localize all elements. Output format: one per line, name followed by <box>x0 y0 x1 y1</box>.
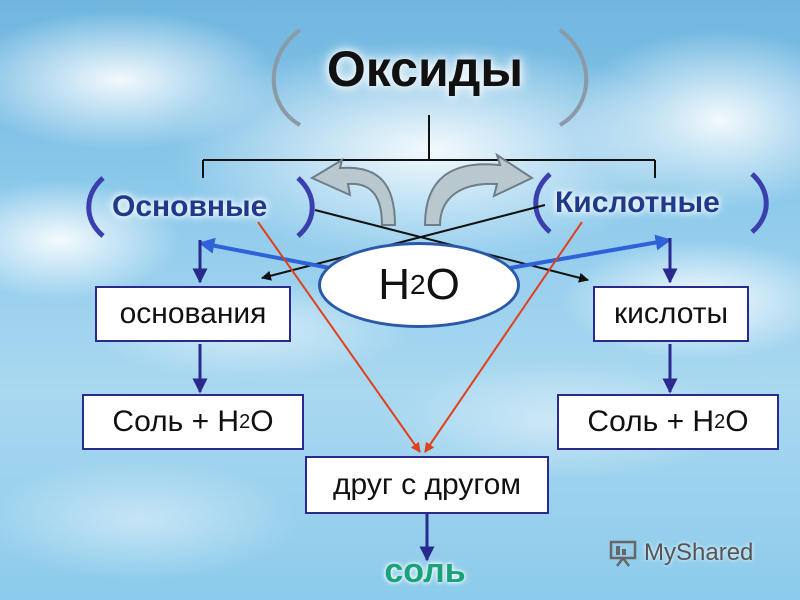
category-acidic: Кислотные <box>555 186 720 219</box>
salt-water-left-post: O <box>250 405 274 438</box>
salt-water-right-post: O <box>725 405 749 438</box>
mutual-box: друг с другом <box>305 456 549 514</box>
water-formula-sub: 2 <box>409 269 426 300</box>
water-arrow-right <box>509 234 672 270</box>
acids-box: кислоты <box>593 286 749 342</box>
salt-water-left-pre: Соль + H <box>112 405 240 438</box>
acidic-right-paren <box>750 172 769 234</box>
water-formula-o: O <box>425 260 460 309</box>
water-formula-h: H <box>378 260 410 309</box>
salt-result: соль <box>384 552 466 590</box>
acids-label: кислоты <box>613 297 729 330</box>
salt-water-right-pre: Соль + H <box>587 405 715 438</box>
title-left-arc <box>271 28 302 127</box>
basic-left-paren <box>86 176 105 238</box>
title-right-arc <box>558 28 589 127</box>
salt-water-left-sub: 2 <box>239 410 251 433</box>
bases-box: основания <box>95 286 291 342</box>
presentation-screen-icon <box>609 540 637 567</box>
salt-water-right-sub: 2 <box>714 410 726 433</box>
watermark-text: MyShared <box>644 539 754 566</box>
mutual-label: друг с другом <box>333 468 521 501</box>
red-arrow-right <box>424 221 583 453</box>
water-arrow-left <box>198 237 331 270</box>
acidic-left-paren <box>533 172 552 234</box>
category-basic: Основные <box>112 190 268 223</box>
basic-right-paren <box>296 176 315 238</box>
diagram-title: Оксиды <box>326 41 524 97</box>
bases-label: основания <box>119 297 267 330</box>
curved-arrow-right <box>423 152 535 226</box>
red-arrow-left <box>257 221 421 453</box>
curved-arrow-left <box>309 157 397 226</box>
watermark-logo: MyShared <box>608 538 753 568</box>
